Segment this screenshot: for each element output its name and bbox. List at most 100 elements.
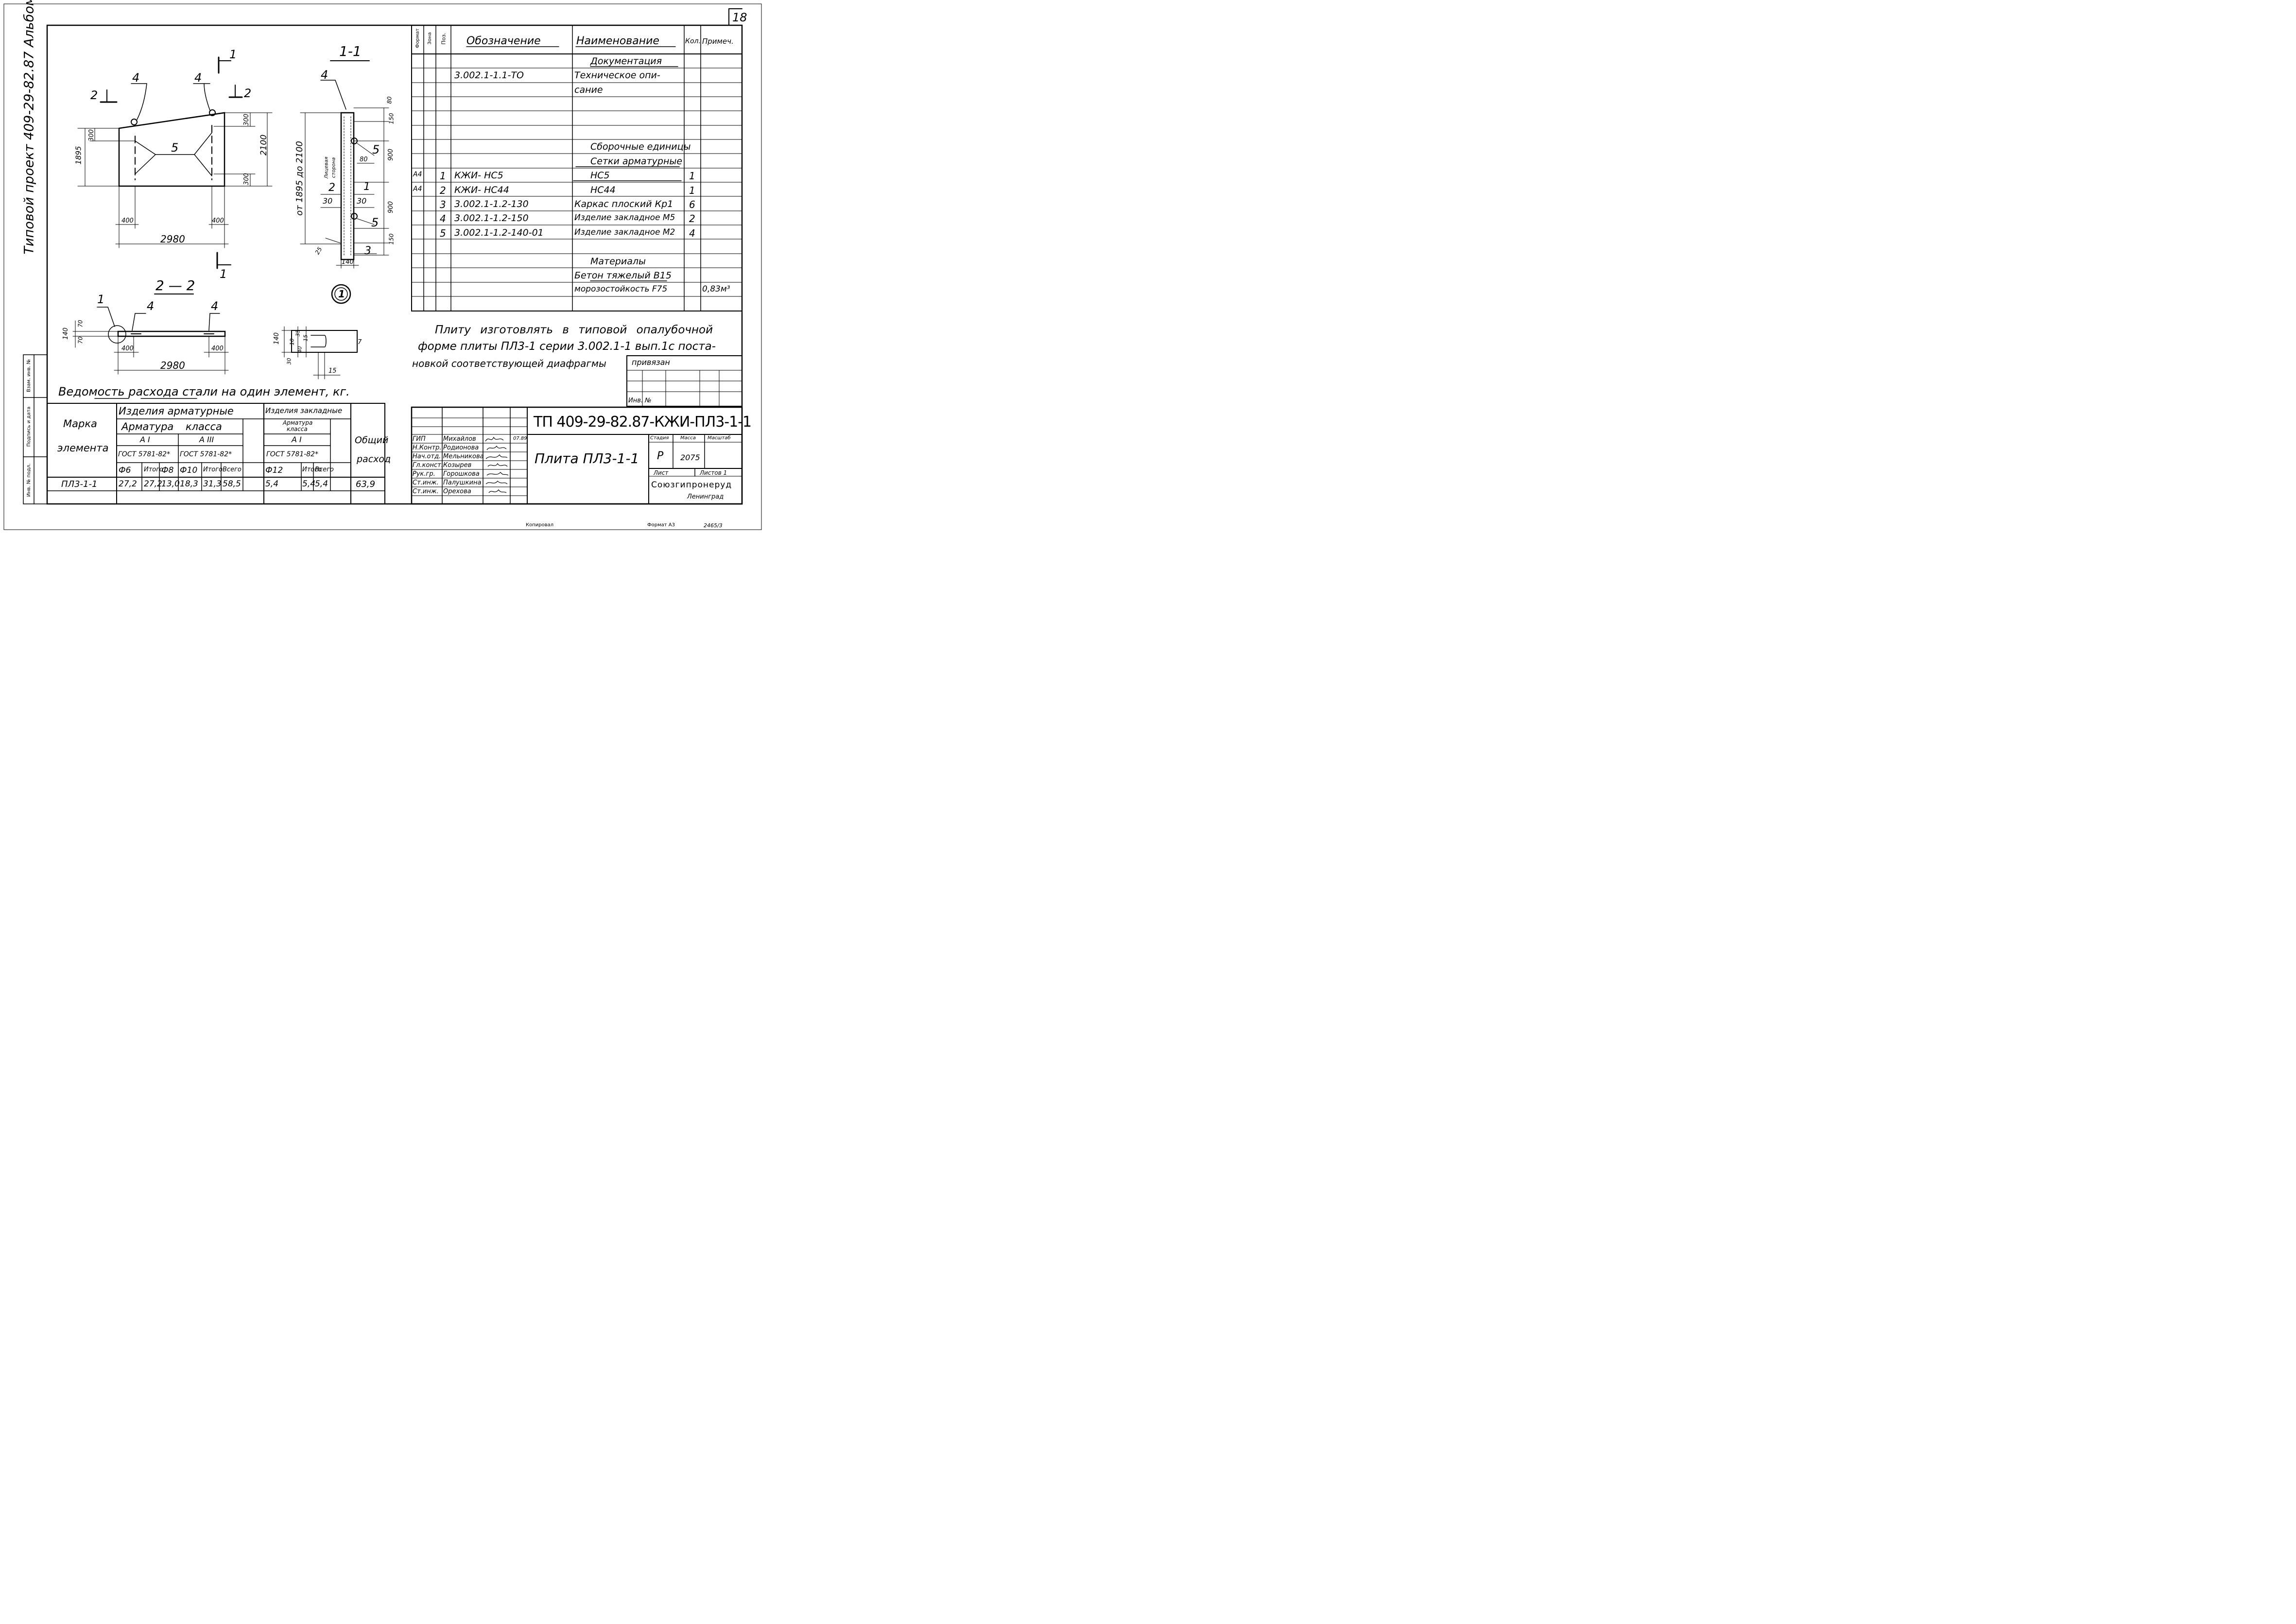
s22-dim-140: 140: [62, 328, 69, 340]
note-line-1: Плиту изготовлять в типовой опалубочной: [435, 324, 713, 336]
s11-pos2: 2: [328, 182, 335, 194]
plan-pos4-left: 4: [132, 71, 140, 85]
steel-mark-header-2: элемента: [57, 442, 109, 454]
s22-pos1: 1: [97, 293, 105, 306]
drawing-sheet: [3, 3, 762, 530]
person-role: Н.Контр.: [413, 444, 442, 451]
title-sheet-label: Лист: [654, 469, 669, 476]
range-label: от 1895 до 2100: [294, 141, 305, 216]
spec-h-pos: Поз.: [440, 33, 447, 45]
s11-pos1-dim: 30: [357, 196, 367, 206]
plan-dim-1895: 1895: [74, 146, 83, 165]
title-mass: 2075: [680, 453, 700, 462]
spec-h-designation: Обозначение: [466, 35, 541, 47]
spec-row-qty: 1: [689, 170, 695, 182]
spec-row-name: НС44: [590, 184, 616, 195]
note-line-3: новкой соответствующей диафрагмы: [412, 358, 606, 369]
spec-h-zone: Зона: [427, 32, 432, 45]
section-1-1-pos4: 4: [321, 68, 328, 82]
steel-title: Ведомость расхода стали на один элемент,…: [58, 385, 350, 398]
title-date: 07.89: [513, 436, 527, 441]
plan-dim-2100: 2100: [259, 134, 269, 156]
title-sheets-label: Листов 1: [700, 469, 727, 476]
strip-podpis: Подпись и дата: [26, 406, 32, 447]
spec-row-pos: 1: [440, 170, 446, 182]
title-name: Плита ПЛ3-1-1: [535, 450, 639, 466]
person-name: Родионова: [443, 444, 479, 451]
spec-row-pos: 5: [440, 227, 446, 239]
footer-format: Формат А3: [647, 522, 675, 528]
plan-pos5: 5: [171, 141, 179, 155]
s11-pos5-top: 5: [372, 143, 380, 156]
steel-value: 5,4: [302, 479, 316, 489]
spec-row-name: НС5: [590, 170, 610, 181]
plan-cut-1: 1: [229, 48, 237, 61]
title-org-2: Ленинград: [687, 493, 724, 501]
face-label-1: Лицевая: [324, 156, 329, 179]
steel-class-AI: А I: [140, 435, 150, 444]
plan-cut-2-right: 2: [244, 86, 252, 100]
section-2-2-title: 2 — 2: [155, 277, 195, 294]
s11-dim-140: 140: [342, 259, 354, 266]
s11-dim-150: 150: [388, 113, 395, 124]
plan-cut-1-bottom: 1: [220, 267, 227, 281]
detail-dim-40: 40: [296, 346, 303, 353]
s11-dim-900-top: 900: [387, 149, 395, 161]
steel-row-total: 63,9: [356, 479, 376, 489]
plan-dim-300-top: 300: [242, 114, 250, 126]
s22-pos4-left: 4: [147, 299, 155, 313]
spec-row-pos: 4: [440, 213, 446, 225]
strip-inv-podl: Инв. № подл.: [26, 463, 32, 497]
s22-dim-400-right: 400: [211, 345, 224, 352]
steel-value: 5,4: [265, 479, 279, 489]
steel-value: 27,2: [119, 479, 137, 489]
spec-row-designation: 3.002.1-1.2-150: [454, 213, 529, 224]
detail-dim-15a: 15: [302, 334, 309, 342]
steel-embed-class-2: класса: [287, 426, 308, 432]
title-stage-label: Стадия: [650, 435, 669, 441]
s22-dim-400-left: 400: [121, 345, 134, 352]
privyazan-inv: Инв. №: [628, 397, 652, 404]
plan-cut-2: 2: [90, 88, 98, 102]
s22-dim-70-top: 70: [77, 320, 84, 328]
detail-dim-35: 35: [294, 329, 301, 337]
steel-gost-1: ГОСТ 5781-82*: [118, 450, 171, 458]
spec-row-name: Документация: [590, 56, 662, 67]
spec-row-designation: 3.002.1-1.1-ТО: [454, 70, 524, 81]
s11-pos2-dim: 30: [323, 196, 333, 206]
spec-row-name: Бетон тяжелый В15: [574, 270, 672, 281]
spec-row-designation: КЖИ- НС44: [454, 184, 509, 195]
s22-dim-2980: 2980: [160, 360, 185, 371]
person-role: Ст.инж.: [413, 479, 439, 486]
footer-copied: Копировал: [526, 522, 554, 528]
privyazan-label: привязан: [632, 358, 670, 367]
steel-row-mark: ПЛ3-1-1: [61, 479, 98, 489]
spec-row-qty: 1: [689, 184, 695, 196]
spec-row-name: Техническое опи-: [574, 70, 660, 81]
person-role: Рук.гр.: [413, 470, 435, 478]
steel-col-header: Итого: [203, 466, 223, 473]
steel-value: 5,4: [315, 479, 328, 489]
plan-pos4-right: 4: [194, 71, 202, 85]
title-scale-label: Масштаб: [708, 435, 731, 441]
detail-dim-30: 30: [286, 358, 293, 365]
person-name: Михайлов: [443, 435, 476, 443]
plan-dim-2980: 2980: [160, 233, 185, 245]
person-name: Горошкова: [443, 470, 480, 478]
person-name: Палушкина: [443, 479, 482, 486]
side-stamp: Типовой проект 409-29-82.87 Альбом 3: [21, 0, 37, 255]
spec-row-name: Сетки арматурные: [590, 155, 683, 167]
steel-gost-2: ГОСТ 5781-82*: [180, 450, 232, 458]
sheet-number: 18: [732, 11, 747, 24]
section-1-1-title: 1-1: [339, 43, 362, 59]
steel-col-header: Ф12: [265, 466, 283, 475]
steel-total-header-2: расход: [357, 454, 391, 465]
s11-pos5-bottom: 5: [371, 216, 379, 229]
detail-dim-10: 10: [289, 338, 295, 346]
spec-h-note: Примеч.: [702, 37, 734, 46]
steel-col-header: Ф8: [161, 466, 174, 475]
spec-row-pos: 2: [440, 184, 446, 196]
detail-dim-7: 7: [358, 339, 362, 346]
plan-dim-400-left: 400: [121, 217, 134, 225]
person-role: ГИП: [413, 435, 426, 443]
